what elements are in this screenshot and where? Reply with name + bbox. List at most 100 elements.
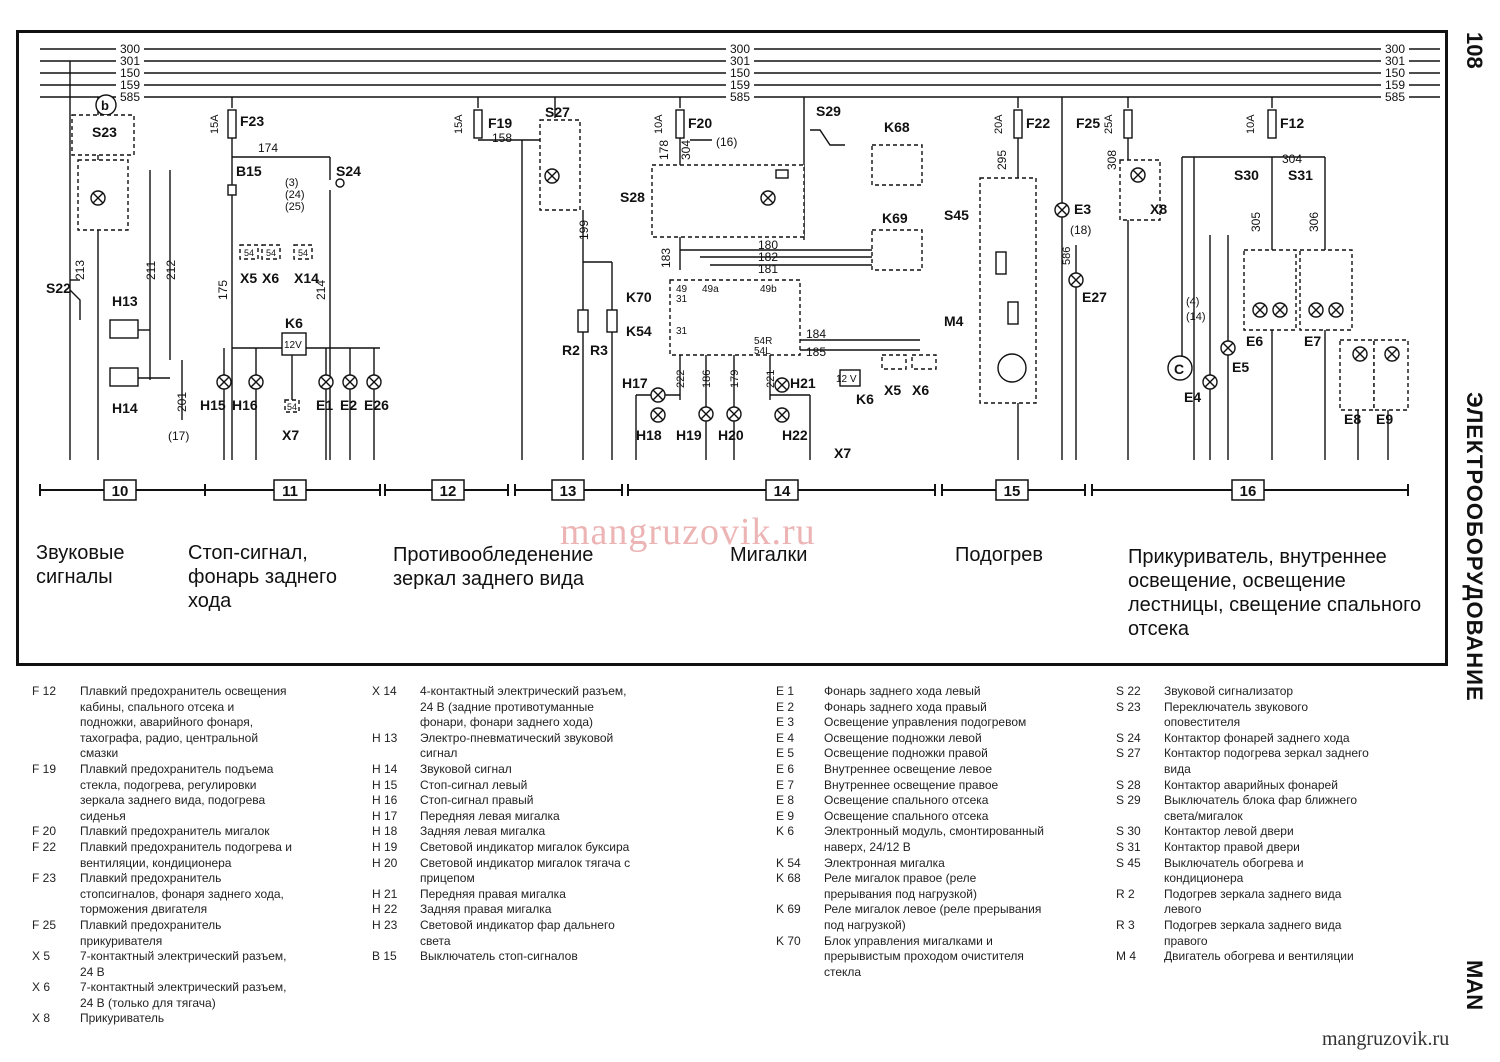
bus-label-right: 301 — [1385, 54, 1405, 68]
label-p54a: 54 — [244, 248, 254, 258]
X5b-connector — [881, 354, 907, 370]
legend-text: Электронный модуль, смонтированный навер… — [824, 824, 1044, 854]
label-w179: 179 — [729, 370, 741, 388]
label-w213: 213 — [73, 260, 87, 280]
legend-text: Фонарь заднего хода левый — [824, 684, 981, 698]
legend-text: Стоп-сигнал правый — [420, 793, 534, 808]
bus-label-mid-bg — [726, 91, 754, 102]
E5-lamp-x — [1222, 342, 1234, 354]
label-S31: S31 — [1288, 167, 1313, 183]
legend-code: X 8 — [32, 1011, 51, 1026]
E7-box — [1299, 249, 1353, 331]
legend-text: Световой индикатор мигалок тягача с приц… — [420, 855, 631, 886]
legend-code: F 20 — [32, 824, 57, 839]
label-w174: 174 — [258, 141, 278, 155]
legend-code: S 30 — [1116, 824, 1141, 839]
label-a15_1: 15A — [209, 114, 221, 134]
legend-text: Плавкий предохранитель мигалок — [80, 824, 270, 839]
legend-text: 7-контактный электрический разъем, 24 В — [80, 949, 287, 979]
E8-lamp-x — [1354, 348, 1366, 360]
H19-lamp-x — [700, 408, 712, 420]
legend-text: Подогрев зеркала заднего вида правого — [1164, 917, 1342, 948]
label-r16: (16) — [716, 135, 737, 149]
F12-fuse — [1267, 109, 1277, 139]
label-S29: S29 — [816, 103, 841, 119]
bus-label-mid: 300 — [730, 42, 750, 56]
legend-text: Подогрев зеркала заднего вида левого — [1164, 886, 1342, 917]
legend-text: Световой индикатор мигалок буксира — [420, 839, 630, 854]
E2-lamp-x — [344, 376, 356, 388]
label-w158: 158 — [492, 131, 512, 145]
legend-text: Выключатель обогрева и кондиционера — [1164, 855, 1304, 886]
E7-lamp-a-x — [1310, 304, 1322, 316]
bus-label-mid: 301 — [730, 54, 750, 68]
page-number: 108 — [1462, 32, 1487, 69]
label-S45: S45 — [944, 207, 969, 223]
section-ruler — [39, 479, 1409, 501]
label-p49a: 49a — [702, 284, 719, 295]
ruler-box — [995, 479, 1029, 501]
legend-code: S 28 — [1116, 777, 1141, 792]
label-H19: H19 — [676, 427, 702, 443]
legend-text: Освещение подножки правой — [824, 746, 988, 761]
label-X6a: X6 — [262, 270, 279, 286]
legend-code: S 22 — [1116, 684, 1141, 698]
label-E1: E1 — [316, 397, 333, 413]
H13-horn — [109, 319, 139, 339]
legend-code: H 14 — [372, 761, 398, 776]
legend-code: E 8 — [776, 793, 795, 808]
ruler-number: 11 — [282, 483, 298, 500]
legend-text: Контактор фонарей заднего хода — [1164, 730, 1350, 745]
legend-code: S 45 — [1116, 855, 1141, 870]
label-p54b: 54 — [266, 248, 276, 258]
bus-label-mid-bg — [726, 43, 754, 54]
E27-lamp-x — [1070, 274, 1082, 286]
bus-label-right-bg — [1381, 79, 1409, 90]
bus-label-right: 159 — [1385, 78, 1405, 92]
legend-code: E 5 — [776, 746, 795, 761]
label-E27: E27 — [1082, 289, 1107, 305]
label-r17: (17) — [168, 429, 189, 443]
label-E3: E3 — [1074, 201, 1091, 217]
legend-code: K 69 — [776, 902, 801, 917]
legend-text: Задняя правая мигалка — [420, 902, 552, 917]
label-w211: 211 — [144, 261, 158, 280]
side-section-title: ЭЛЕКТРООБОРУДОВАНИЕ — [1462, 392, 1487, 702]
label-X7b: X7 — [834, 445, 851, 461]
ruler-number: 10 — [112, 483, 129, 500]
bus-label-mid: 159 — [730, 78, 750, 92]
label-C: C — [1174, 361, 1184, 377]
legend-code: X 6 — [32, 980, 51, 995]
ruler-number: 13 — [560, 483, 577, 500]
label-w221: 221 — [765, 370, 777, 388]
label-w586: 586 — [1061, 247, 1073, 265]
legend-text: Передняя левая мигалка — [420, 808, 560, 823]
label-a10_1: 10A — [653, 114, 665, 134]
E3-lamp-x — [1056, 204, 1068, 216]
label-w304a: 304 — [679, 140, 693, 160]
C-marker — [1167, 355, 1193, 381]
footer-watermark: mangruzovik.ru — [1322, 1028, 1450, 1050]
legend-text: Выключатель стоп-сигналов — [420, 949, 578, 964]
label-S30: S30 — [1234, 167, 1259, 183]
ruler-box — [103, 479, 137, 501]
label-F19: F19 — [488, 115, 512, 131]
legend-text: Стоп-сигнал левый — [420, 777, 528, 792]
S23-lamp-x — [92, 192, 104, 204]
